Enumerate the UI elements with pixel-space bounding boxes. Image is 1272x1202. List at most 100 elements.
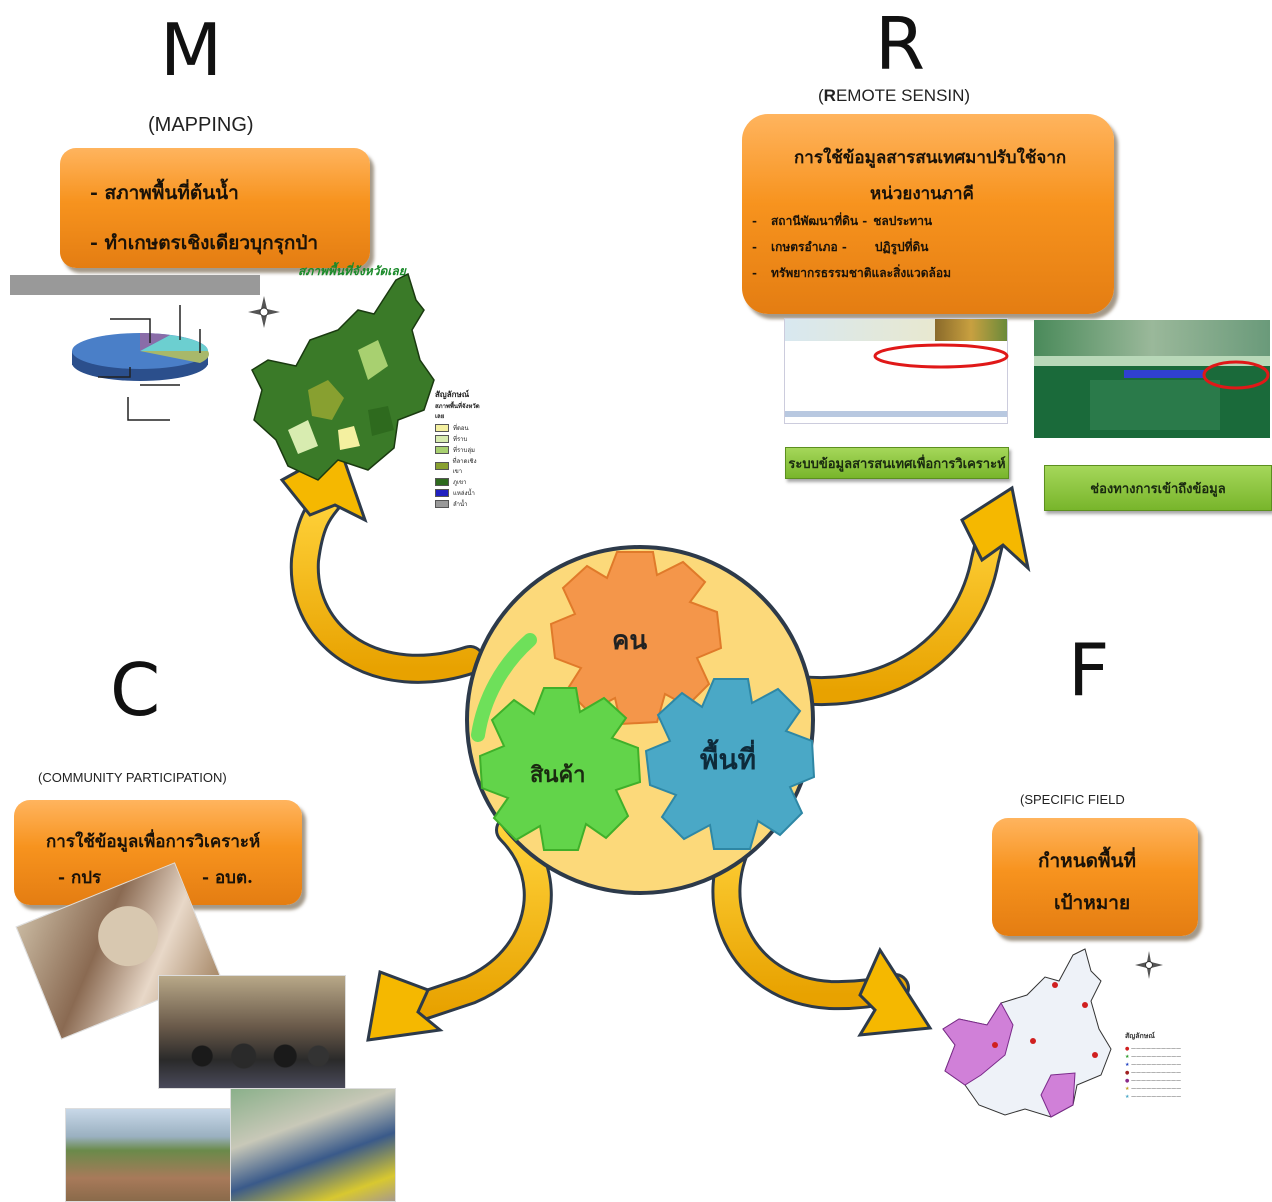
remote-row-2-b: ปฏิรูปที่ดิน (874, 240, 929, 254)
remote-bullet-3: - (752, 266, 757, 280)
community-subtitle: (COMMUNITY PARTICIPATION) (38, 770, 227, 785)
specific-subtitle: (SPECIFIC FIELD (1020, 792, 1125, 807)
map-legend-row: ที่ลาดเชิงเขา (435, 456, 485, 476)
mapping-box: - สภาพพื้นที่ต้นน้ำ - ทำเกษตรเชิงเดียวบุ… (60, 148, 370, 268)
website-left-photo-strip (935, 319, 1007, 341)
map-legend-row: ที่ดอน (435, 423, 485, 433)
map-legend-swatch (435, 489, 449, 497)
map-legend-swatch (435, 478, 449, 486)
letter-m: M (160, 8, 223, 92)
map-legend-label: ที่ราบลุ่ม (453, 447, 475, 454)
map-legend-swatch (435, 462, 449, 470)
remote-subtitle-open: ( (818, 86, 824, 105)
target-map-legend: สัญลักษณ์ ● —————————— ★ —————————— ★ ——… (1125, 1031, 1233, 1101)
green-arc (471, 633, 537, 742)
remote-subtitle: (REMOTE SENSIN) (818, 86, 970, 106)
remote-box-title-1: การใช้ข้อมูลสารสนเทศมาปรับใช้จาก (794, 148, 1067, 168)
gear-label-area: พื้นที่ (700, 743, 757, 776)
pie-chart-image (10, 275, 262, 445)
remote-box: การใช้ข้อมูลสารสนเทศมาปรับใช้จาก หน่วยงา… (742, 114, 1114, 314)
website-right-menu (1034, 356, 1270, 366)
data-system-button[interactable]: ระบบข้อมูลสารสนเทศเพื่อการวิเคราะห์ (785, 447, 1009, 479)
community-box-title: การใช้ข้อมูลเพื่อการวิเคราะห์ (46, 832, 261, 852)
photo-meeting-group (158, 975, 346, 1089)
arrow-to-specific (711, 815, 933, 1037)
compass-icon-2 (1135, 951, 1163, 979)
gear-product (478, 687, 642, 851)
specific-line-1: กำหนดพื้นที่ (1038, 850, 1137, 872)
target-legend-title: สัญลักษณ์ (1125, 1032, 1155, 1040)
map-legend-label: แหล่งน้ำ (453, 490, 475, 497)
photo-workshop-person (89, 897, 168, 976)
letter-r: R (875, 2, 926, 86)
map-legend-swatch (435, 424, 449, 432)
map-legend: สัญลักษณ์ สภาพพื้นที่จังหวัดเลย ที่ดอนที… (435, 388, 485, 510)
map-legend-label: ภูเขา (453, 479, 467, 486)
map-legend-row: ที่ราบลุ่ม (435, 445, 485, 455)
website-right-blue-bar (1124, 370, 1204, 378)
map-title: สภาพพื้นที่จังหวัดเลย (298, 264, 406, 278)
photo-meeting-crowd (169, 1036, 335, 1076)
map-legend-label: ที่ราบ (453, 436, 468, 443)
map-legend-label: ที่ลาดเชิงเขา (452, 458, 477, 475)
remote-subtitle-first: R (823, 86, 836, 105)
map-legend-swatch (435, 446, 449, 454)
arrow-to-community (366, 815, 553, 1042)
compass-icon (248, 296, 280, 328)
map-legend-swatch (435, 435, 449, 443)
website-screenshot-right (1034, 320, 1270, 438)
community-item-a: - กปร (58, 868, 102, 888)
remote-bullet-1: - (752, 214, 757, 228)
remote-row-2: -เกษตรอำเภอ -ปฏิรูปที่ดิน (752, 238, 928, 257)
target-legend-marks: ● —————————— ★ —————————— ★ —————————— ●… (1125, 1046, 1182, 1100)
map-legend-row: ลำน้ำ (435, 499, 485, 509)
loei-map-image: สภาพพื้นที่จังหวัดเลย สัญลักษณ์ สภาพพื้น… (240, 262, 485, 508)
gear-people (549, 551, 723, 726)
letter-f: F (1068, 628, 1110, 712)
remote-row-1-a: สถานีพัฒนาที่ดิน - (770, 214, 868, 228)
remote-bullet-2: - (752, 240, 757, 254)
remote-subtitle-rest: EMOTE SENSIN) (835, 86, 971, 105)
map-legend-row: แหล่งน้ำ (435, 488, 485, 498)
remote-row-1-b: ชลประทาน (873, 214, 933, 228)
pie-chart (72, 305, 209, 421)
specific-line-2: เป้าหมาย (1054, 892, 1131, 914)
pie-header-bar (10, 275, 260, 295)
highlight-oval-left (873, 343, 1009, 369)
highlight-oval-right (1202, 360, 1270, 390)
gear-label-people: คน (612, 626, 648, 656)
data-access-button[interactable]: ช่องทางการเข้าถึงข้อมูล (1044, 465, 1272, 511)
map-legend-title: สัญลักษณ์ (435, 390, 470, 399)
map-legend-subtitle: สภาพพื้นที่จังหวัดเลย (435, 403, 480, 420)
photo-field-survey (65, 1108, 235, 1202)
map-legend-label: ลำน้ำ (453, 501, 468, 508)
map-legend-label: ที่ดอน (453, 425, 469, 432)
gear-label-product: สินค้า (530, 762, 586, 788)
website-right-header (1034, 320, 1270, 356)
remote-box-title-2: หน่วยงานภาคี (870, 184, 974, 204)
specific-box: กำหนดพื้นที่ เป้าหมาย (992, 818, 1198, 936)
website-screenshot-left (784, 318, 1009, 424)
arrow-to-mapping (279, 445, 485, 684)
map-legend-row: ภูเขา (435, 477, 485, 487)
community-item-b: - อบต. (202, 868, 253, 888)
website-right-content (1090, 380, 1220, 430)
photo-village-activity (230, 1088, 396, 1202)
letter-c: C (110, 648, 161, 732)
map-legend-swatch (435, 500, 449, 508)
map-legend-row: ที่ราบ (435, 434, 485, 444)
arrow-to-remote (785, 485, 1031, 707)
target-area-map: สัญลักษณ์ ● —————————— ★ —————————— ★ ——… (935, 945, 1235, 1120)
website-left-bar (785, 411, 1007, 417)
mapping-item-2: - ทำเกษตรเชิงเดียวบุกรุกป่า (90, 232, 319, 254)
remote-row-1: -สถานีพัฒนาที่ดิน - ชลประทาน (752, 212, 932, 231)
target-province-map (942, 948, 1112, 1118)
remote-row-3: -ทรัพยากรธรรมชาติและสิ่งแวดล้อม (752, 264, 951, 283)
gear-area (644, 678, 816, 850)
mapping-item-1: - สภาพพื้นที่ต้นน้ำ (90, 182, 239, 204)
province-map (251, 272, 435, 481)
remote-row-3-a: ทรัพยากรธรรมชาติและสิ่งแวดล้อม (770, 266, 951, 280)
mapping-subtitle: (MAPPING) (148, 114, 254, 136)
